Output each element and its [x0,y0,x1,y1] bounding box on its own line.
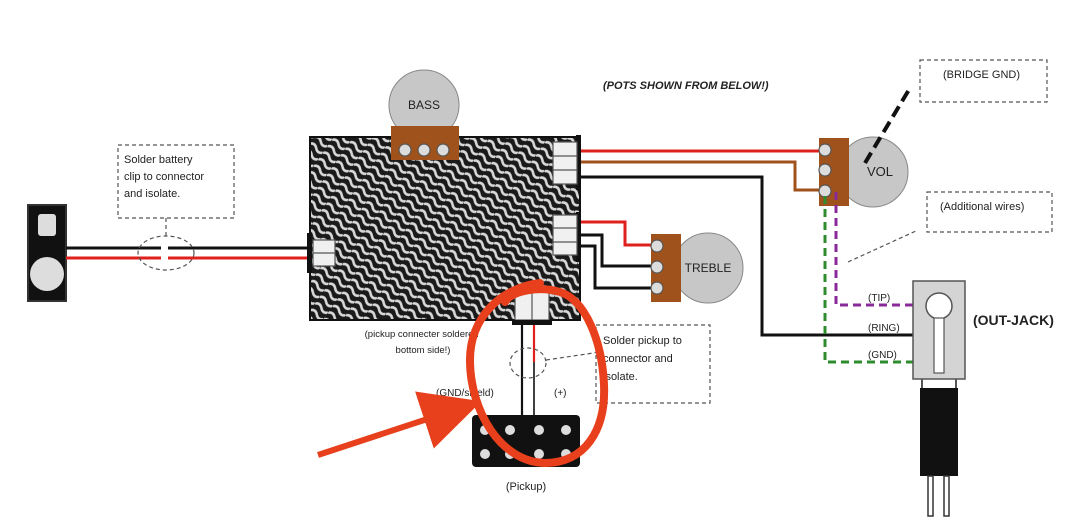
pickup-connector-note: (pickup connecter soldered bottom side!) [365,329,482,356]
highlight-annotation [317,279,609,468]
pickup-connector-line: (pickup connecter soldered [365,329,479,340]
solder-pickup-line: isolate. [603,371,638,383]
pickup: (Pickup) (GND/shield) (+) [436,388,580,493]
solder-pickup-note: Solder pickup to connector and isolate. [595,324,711,404]
output-jack: (OUT-JACK) (TIP) (RING) (GND) [868,280,1054,517]
solder-pickup-line: Solder pickup to [603,335,682,347]
battery-wires [66,235,313,271]
pots-orientation-note: (POTS SHOWN FROM BELOW!) [603,80,769,92]
bridge-gnd-text: (BRIDGE GND) [943,69,1020,81]
highlight-arrow [317,391,482,458]
svg-text:Solder pickup to connect: Solder pickup to connector and isolate. [603,335,685,383]
additional-wires-text: (Additional wires) [940,201,1024,213]
treble-wires [581,220,656,290]
pickup-plus-label: (+) [554,388,567,399]
jack-tip-label: (TIP) [868,293,890,304]
out-jack-label: (OUT-JACK) [973,312,1054,328]
vol-label: VOL [867,164,893,179]
battery-note: Solder battery clip to connector and iso… [117,144,235,236]
battery-note-line: and isolate. [124,188,180,200]
pickup-gnd-label: (GND/shield) [436,388,494,399]
bridge-gnd-wire [863,86,912,165]
svg-text:Solder battery clip to c: Solder battery clip to connector and iso… [124,154,207,200]
battery-note-line: clip to connector [124,171,204,183]
jack-ring-label: (RING) [868,323,900,334]
pickup-label: (Pickup) [506,481,546,493]
solder-pickup-line: connector and [603,353,673,365]
additional-wires [823,192,919,364]
battery-clip [27,204,67,302]
bass-label: BASS [408,98,440,112]
battery-note-line: Solder battery [124,154,193,166]
additional-wires-note: (Additional wires) [926,191,1053,233]
vol-pot: VOL [818,136,909,208]
circuit-board [307,135,581,325]
pickup-connector-line: bottom side!) [396,345,451,356]
bridge-gnd-note: (BRIDGE GND) [919,59,1048,103]
vol-wires [581,149,915,337]
jack-gnd-label: (GND) [868,350,897,361]
bass-pot: BASS [388,69,460,160]
pickup-wires [509,325,601,415]
treble-pot: TREBLE [650,232,744,304]
treble-label: TREBLE [685,261,732,275]
